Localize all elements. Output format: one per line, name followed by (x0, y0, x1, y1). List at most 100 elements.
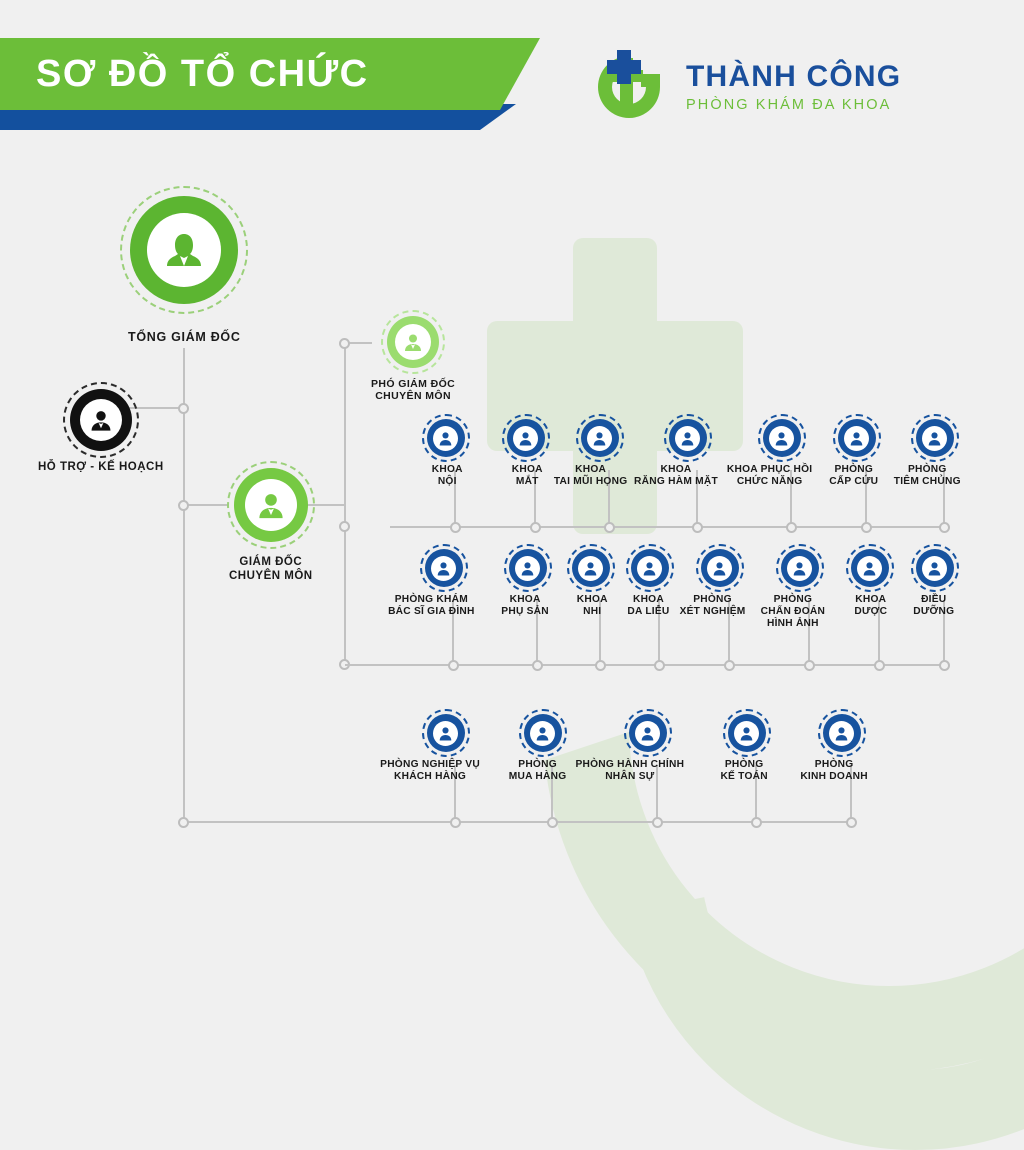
bus-row-1 (390, 526, 944, 528)
node-dashed-ring (663, 414, 712, 462)
connector-stub (865, 470, 867, 527)
connector-joint (845, 817, 857, 828)
connector-stub (452, 600, 454, 665)
node-ring (62, 382, 139, 458)
node-giam-doc-chuyen-mon[interactable]: GIÁM ĐỐC CHUYÊN MÔN (226, 461, 315, 583)
node-dashed-ring (518, 709, 567, 757)
node-ring (722, 709, 771, 757)
connector-stub (656, 765, 658, 822)
node-ring (757, 414, 806, 462)
joint-support (178, 403, 189, 414)
title-banner: SƠ ĐỒ TỔ CHỨC (0, 38, 540, 110)
node-dashed-ring (501, 414, 550, 462)
node-label: TỔNG GIÁM ĐỐC (128, 330, 241, 344)
watermark-cross-vertical (573, 238, 657, 534)
logo-cross-c-icon (598, 50, 660, 118)
connector-stub (599, 600, 601, 665)
node-label: PHÓ GIÁM ĐỐC CHUYÊN MÔN (371, 378, 456, 403)
connector-joint (546, 817, 558, 828)
connector-joint (449, 522, 461, 533)
node-ring (910, 414, 959, 462)
connector-stub (808, 600, 810, 665)
connector-stub (943, 470, 945, 527)
branch-director (184, 504, 229, 506)
node-dashed-ring (419, 544, 468, 592)
node-dashed-ring (503, 544, 552, 592)
logo-icon (586, 44, 672, 130)
node-dashed-ring (625, 544, 674, 592)
node-dashed-ring (817, 709, 866, 757)
node-label: KHOA PHỤ SẢN (501, 594, 549, 618)
connector-joint (529, 522, 541, 533)
node-dashed-ring (120, 186, 249, 314)
node-ring (120, 186, 249, 314)
node-ring (566, 544, 615, 592)
node-dashed-ring (421, 709, 470, 757)
connector-stub (878, 600, 880, 665)
node-pho-giam-doc-chuyen-mon[interactable]: PHÓ GIÁM ĐỐC CHUYÊN MÔN (371, 310, 456, 403)
connector-joint (873, 660, 885, 671)
org-chart-page: SƠ ĐỒ TỔ CHỨC THÀNH CÔNG PHÒNG KHÁM ĐA K… (0, 38, 1024, 1150)
node-dashed-ring (623, 709, 672, 757)
node-ring (817, 709, 866, 757)
node-dashed-ring (566, 544, 615, 592)
node-tong-giam-doc[interactable]: TỔNG GIÁM ĐỐC (120, 186, 249, 345)
trunk-main (183, 348, 185, 822)
page-title: SƠ ĐỒ TỔ CHỨC (36, 52, 369, 95)
connector-stub (454, 470, 456, 527)
node-label: PHÒNG KHÁM BÁC SĨ GIA ĐÌNH (388, 594, 475, 618)
node-dashed-ring (421, 414, 470, 462)
node-label: KHOA PHỤC HỒI CHỨC NĂNG (726, 464, 813, 488)
node-label: ĐIỀU DƯỠNG (913, 594, 955, 618)
node-label: PHÒNG TIÊM CHỦNG (893, 464, 961, 488)
node-ring (518, 709, 567, 757)
connector-stub (658, 600, 660, 665)
node-dashed-ring (62, 382, 139, 458)
node-label: PHÒNG MUA HÀNG (508, 759, 567, 783)
node-dashed-ring (695, 544, 744, 592)
node-dashed-ring (575, 414, 624, 462)
branch-support (120, 407, 184, 409)
connector-stub (454, 765, 456, 822)
trunk-secondary (344, 343, 346, 666)
branch-deputy (345, 342, 372, 344)
node-ring (845, 544, 894, 592)
node-label: KHOA RĂNG HÀM MẶT (634, 464, 718, 488)
node-ring (775, 544, 824, 592)
node-label: PHÒNG CHẨN ĐOÁN HÌNH ẢNH (760, 594, 826, 630)
connector-joint (449, 817, 461, 828)
logo-name: THÀNH CÔNG (686, 59, 902, 93)
clinic-logo: THÀNH CÔNG PHÒNG KHÁM ĐA KHOA (586, 44, 901, 130)
joint-bus-1-left (339, 521, 350, 532)
connector-joint (447, 660, 459, 671)
node-label: KHOA NHI (576, 594, 608, 618)
node-ho-tro-ke-hoach[interactable]: HỖ TRỢ - KẾ HOẠCH (38, 382, 164, 475)
node-label: KHOA DA LIỄU (627, 594, 670, 618)
branch-director-right (300, 504, 346, 506)
connector-joint (723, 660, 735, 671)
node-ring (695, 544, 744, 592)
node-label: KHOA MẮT (511, 464, 543, 488)
connector-stub (608, 470, 610, 527)
node-ring (503, 544, 552, 592)
connector-joint (803, 660, 815, 671)
connector-stub (943, 600, 945, 665)
node-dashed-ring (722, 709, 771, 757)
connector-joint (938, 522, 950, 533)
node-ring (226, 461, 315, 549)
connector-joint (860, 522, 872, 533)
connector-joint (651, 817, 663, 828)
node-ring (421, 709, 470, 757)
connector-stub (755, 765, 757, 822)
joint-deputy (339, 338, 350, 349)
node-label: PHÒNG KẾ TOÁN (720, 759, 768, 783)
bus-row-2 (345, 664, 944, 666)
connector-stub (696, 470, 698, 527)
joint-bus-3-left (178, 817, 189, 828)
node-ring (381, 310, 446, 374)
connector-joint (531, 660, 543, 671)
logo-tagline: PHÒNG KHÁM ĐA KHOA (686, 97, 892, 114)
connector-stub (534, 470, 536, 527)
node-dashed-ring (910, 414, 959, 462)
node-ring (419, 544, 468, 592)
